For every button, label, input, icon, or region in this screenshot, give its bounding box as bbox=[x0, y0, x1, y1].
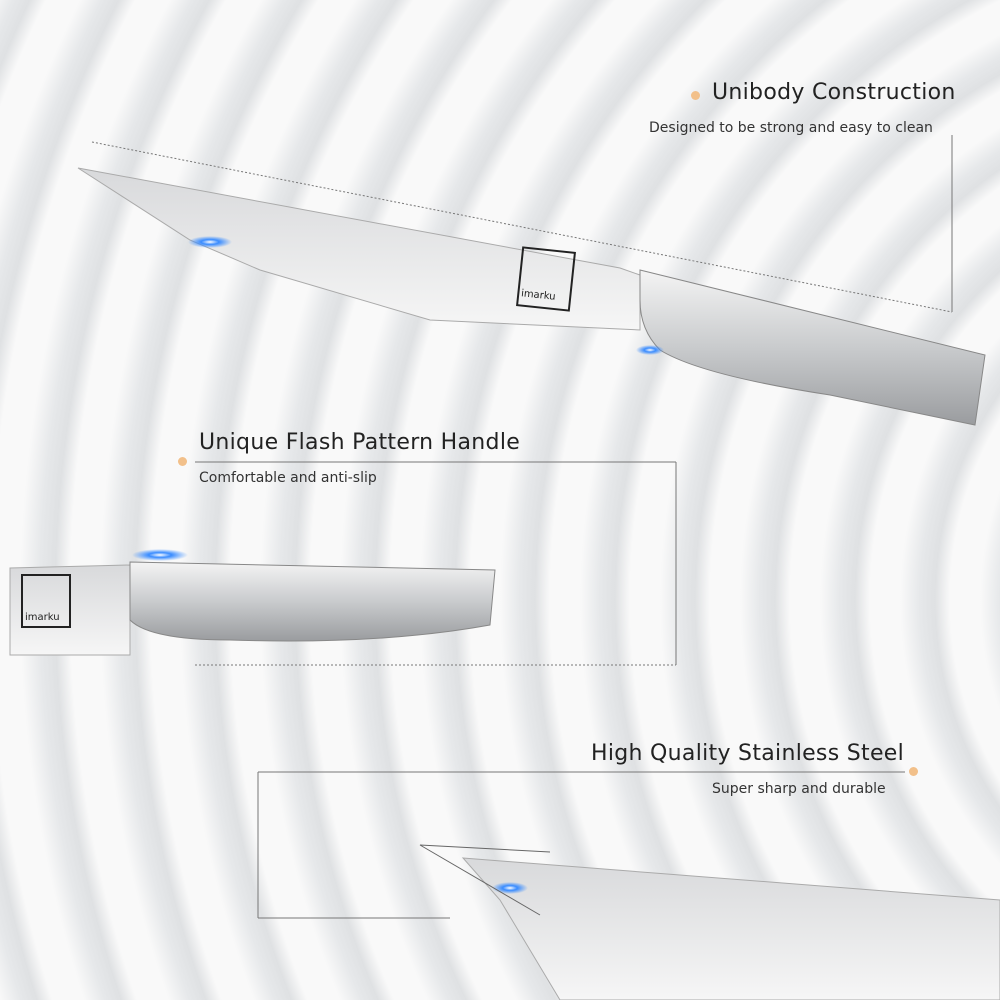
knife-blade-closeup bbox=[419, 844, 1000, 1000]
feature-subtitle: Designed to be strong and easy to clean bbox=[649, 120, 933, 136]
feature-title: Unibody Construction bbox=[712, 80, 956, 105]
knife-main bbox=[77, 167, 986, 426]
accent-dot bbox=[178, 457, 187, 466]
accent-dot bbox=[909, 767, 918, 776]
feature-title: Unique Flash Pattern Handle bbox=[199, 430, 521, 455]
brand-logo-2: imarku bbox=[25, 612, 60, 623]
callout-lines bbox=[91, 135, 953, 919]
knife-handle-closeup bbox=[9, 549, 496, 656]
feature-title: High Quality Stainless Steel bbox=[591, 741, 905, 766]
accent-dot bbox=[691, 91, 700, 100]
feature-subtitle: Comfortable and anti-slip bbox=[199, 470, 377, 486]
feature-subtitle: Super sharp and durable bbox=[712, 781, 886, 797]
